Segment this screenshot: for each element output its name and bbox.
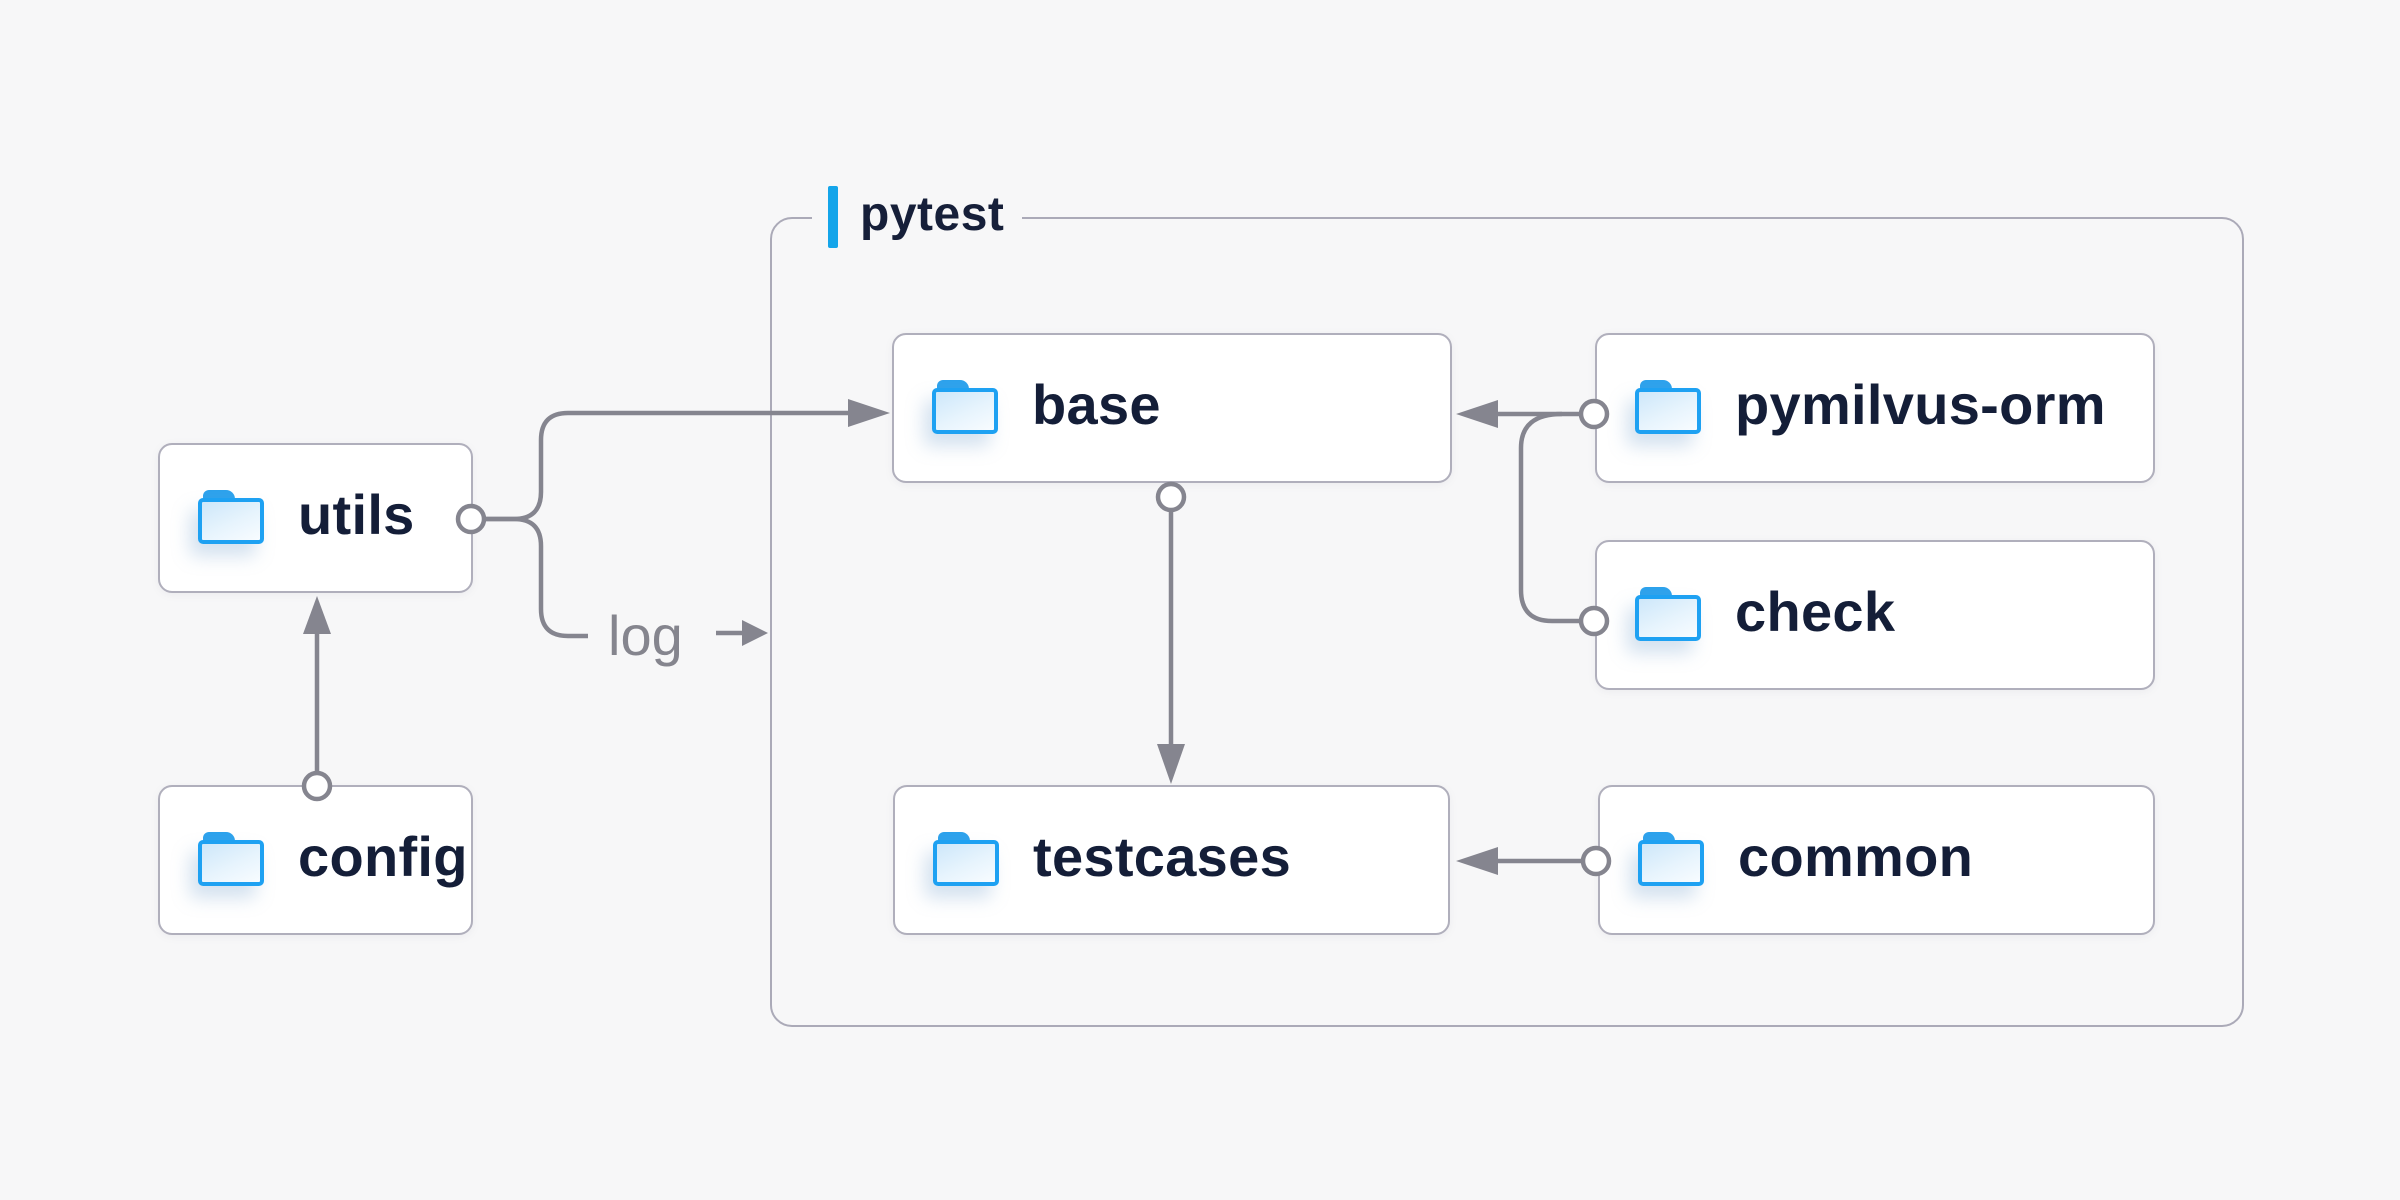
node-utils-label: utils xyxy=(298,482,415,546)
node-base: base xyxy=(892,333,1452,483)
node-common: common xyxy=(1598,785,2155,935)
node-utils: utils xyxy=(158,443,473,593)
node-testcases: testcases xyxy=(893,785,1450,935)
node-config-label: config xyxy=(298,824,468,888)
node-pymilvus-orm: pymilvus-orm xyxy=(1595,333,2155,483)
node-check: check xyxy=(1595,540,2155,690)
node-testcases-label: testcases xyxy=(1033,824,1292,888)
folder-icon xyxy=(198,490,264,546)
arrowhead-into-utils xyxy=(303,596,331,634)
pytest-group-frame xyxy=(770,217,2244,1027)
accent-bar-icon xyxy=(828,186,838,248)
folder-icon xyxy=(1638,832,1704,888)
node-config: config xyxy=(158,785,473,935)
folder-icon xyxy=(198,832,264,888)
edge-utils-log xyxy=(484,516,588,639)
folder-icon xyxy=(932,380,998,436)
pytest-group-label-text: pytest xyxy=(860,187,1005,241)
node-base-label: base xyxy=(1032,372,1161,436)
pytest-group-label: pytest xyxy=(812,181,1023,253)
folder-icon xyxy=(1635,380,1701,436)
arrowhead-into-group xyxy=(742,620,768,646)
folder-icon xyxy=(1635,587,1701,643)
edge-label-log: log xyxy=(608,604,683,667)
node-check-label: check xyxy=(1735,579,1896,643)
node-common-label: common xyxy=(1738,824,1974,888)
folder-icon xyxy=(933,832,999,888)
node-pymilvus-orm-label: pymilvus-orm xyxy=(1735,372,2106,436)
